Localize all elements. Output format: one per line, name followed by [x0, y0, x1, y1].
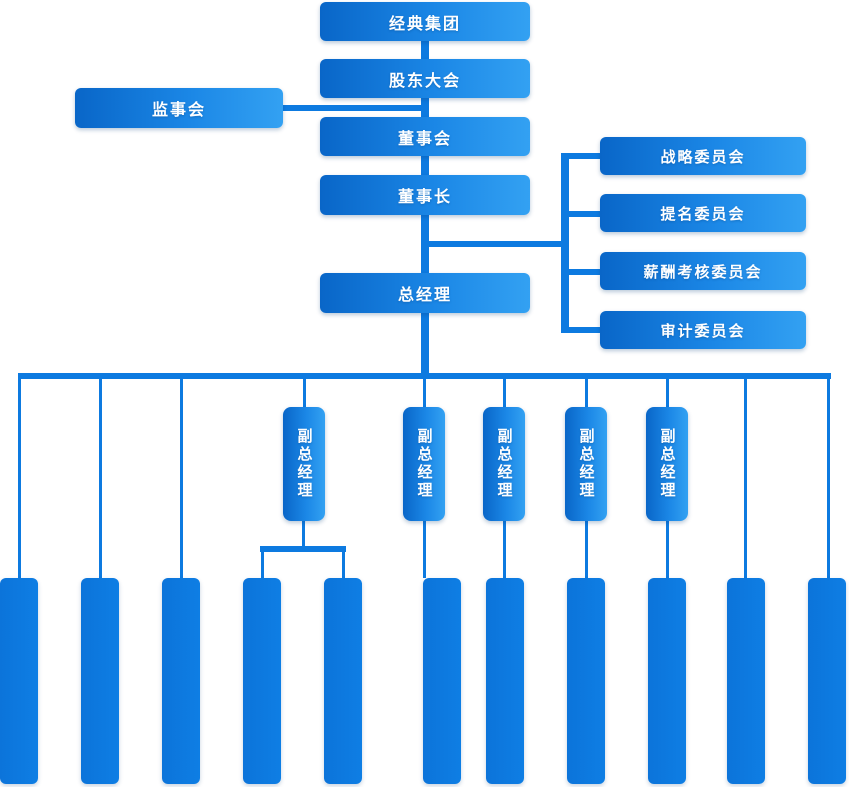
node-vice-general-manager: 副总经理: [283, 407, 325, 521]
connector-line: [423, 379, 426, 407]
connector-line: [342, 552, 345, 578]
connector-line: [180, 379, 183, 578]
connector-line: [569, 211, 600, 217]
node-department: [81, 578, 119, 784]
node-supervisory-board: 监事会: [75, 88, 283, 128]
node-general-manager: 总经理: [320, 273, 530, 313]
connector-line: [421, 156, 429, 175]
node-vice-general-manager: 副总经理: [646, 407, 688, 521]
connector-line: [99, 379, 102, 578]
connector-line: [569, 153, 600, 159]
connector-line: [423, 521, 426, 578]
node-department: [0, 578, 38, 784]
node-committee-strategy: 战略委员会: [600, 137, 806, 175]
node-department: [808, 578, 846, 784]
node-vice-general-manager: 副总经理: [565, 407, 607, 521]
connector-line: [18, 373, 831, 379]
connector-line: [503, 379, 506, 407]
connector-line: [421, 313, 429, 375]
connector-line: [283, 105, 423, 111]
connector-line: [18, 379, 21, 578]
connector-line: [666, 379, 669, 407]
connector-line: [421, 215, 429, 273]
connector-line: [585, 379, 588, 407]
connector-line: [569, 327, 600, 333]
node-vice-general-manager: 副总经理: [483, 407, 525, 521]
node-committee-remuneration: 薪酬考核委员会: [600, 252, 806, 290]
node-department: [243, 578, 281, 784]
connector-line: [302, 521, 305, 546]
node-department: [423, 578, 461, 784]
node-department: [727, 578, 765, 784]
node-chairman: 董事长: [320, 175, 530, 215]
connector-line: [744, 379, 747, 578]
node-committee-audit: 审计委员会: [600, 311, 806, 349]
node-board-of-directors: 董事会: [320, 117, 530, 156]
connector-line: [421, 41, 429, 59]
connector-line: [503, 521, 506, 578]
connector-line: [827, 379, 830, 578]
node-vice-general-manager: 副总经理: [403, 407, 445, 521]
node-department: [162, 578, 200, 784]
node-department: [486, 578, 524, 784]
connector-line: [561, 153, 569, 333]
connector-line: [569, 269, 600, 275]
node-committee-nomination: 提名委员会: [600, 194, 806, 232]
node-department: [324, 578, 362, 784]
node-group-root: 经典集团: [320, 2, 530, 41]
connector-line: [260, 546, 346, 552]
connector-line: [421, 98, 429, 117]
connector-line: [666, 521, 669, 578]
node-department: [567, 578, 605, 784]
connector-line: [303, 379, 306, 407]
node-department: [648, 578, 686, 784]
connector-line: [261, 552, 264, 578]
connector-line: [429, 241, 565, 247]
connector-line: [585, 521, 588, 578]
node-shareholders-meeting: 股东大会: [320, 59, 530, 98]
